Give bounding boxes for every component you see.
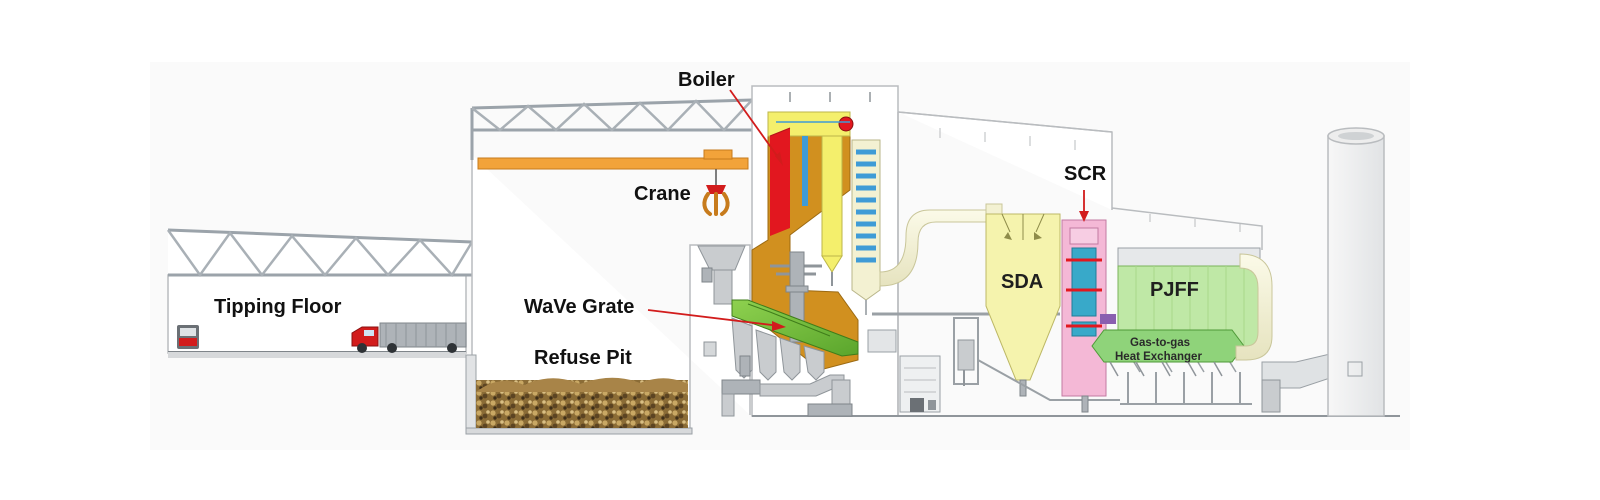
stack-duct — [1235, 253, 1331, 413]
sda-unit — [985, 213, 1061, 397]
scr-label: SCR — [1064, 163, 1107, 185]
refuse-pit-building — [465, 98, 753, 435]
wave-grate-label: WaVe Grate — [524, 296, 634, 318]
crane-icon — [477, 149, 749, 216]
auxiliary-equipment — [703, 312, 1060, 413]
heat-exchanger-label-line1: Gas-to-gas — [1130, 337, 1190, 349]
heat-exchanger-label-line2: Heat Exchanger — [1115, 351, 1202, 363]
lime-preparation — [953, 317, 1120, 401]
stack — [1327, 127, 1385, 417]
sda-label: SDA — [1001, 271, 1043, 293]
ash-system — [721, 317, 853, 417]
heat-exchanger — [1091, 329, 1245, 377]
refuse-truck-icon — [351, 322, 467, 353]
crane-label: Crane — [634, 183, 691, 205]
wave-grate — [731, 299, 859, 357]
refuse-pit-label: Refuse Pit — [534, 347, 632, 369]
tipping-floor-label: Tipping Floor — [214, 296, 342, 318]
pjff-label: PJFF — [1150, 279, 1199, 301]
boiler-unit — [751, 111, 881, 371]
tipping-floor-building — [166, 228, 474, 358]
feed-hopper — [697, 245, 746, 305]
boiler-label: Boiler — [678, 69, 735, 91]
label-arrows — [647, 89, 1089, 331]
truck-front-icon — [177, 325, 199, 349]
